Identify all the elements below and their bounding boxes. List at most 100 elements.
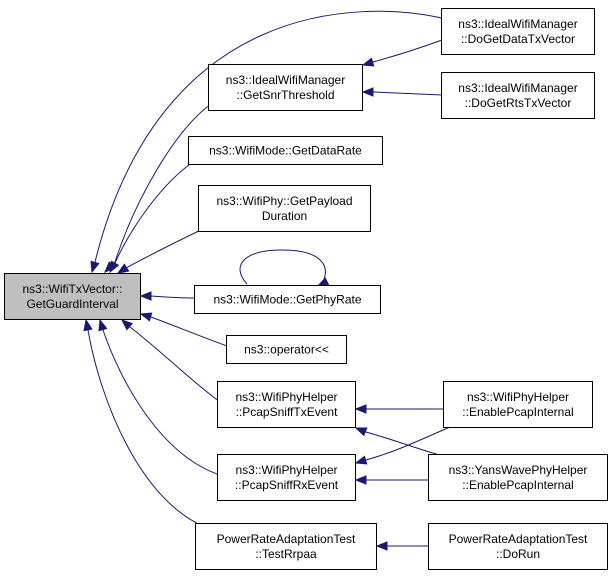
edge-yansPcap-to-sniffTx: [354, 427, 451, 459]
edge-arrowhead: [354, 427, 368, 437]
edge-datatx-to-root: [90, 10, 443, 274]
node-box: [443, 381, 593, 428]
node-label-line: ns3::IdealWifiManager: [458, 81, 577, 95]
edge-datatx-to-snr: [361, 39, 443, 67]
node-root[interactable]: ns3::WifiTxVector::GetGuardInterval: [4, 273, 141, 320]
edge-line: [372, 91, 443, 96]
edge-line: [102, 329, 221, 476]
node-label-line: ns3::WifiPhyHelper: [235, 463, 337, 477]
node-label-line: ::DoRun: [496, 547, 540, 561]
node-enablePcap[interactable]: ns3::WifiPhyHelper::EnablePcapInternal: [443, 381, 593, 428]
edge-arrowhead: [139, 291, 152, 301]
node-label-line: ::DoGetDataTxVector: [461, 32, 575, 46]
edge-rtstx-to-snr: [361, 87, 443, 97]
node-box: [194, 285, 381, 314]
edge-enablePcap-to-sniffTx: [354, 404, 444, 414]
edge-line: [87, 329, 206, 528]
edge-arrowhead: [361, 87, 374, 97]
node-box: [4, 273, 141, 320]
node-label-line: ns3::WifiPhyHelper: [467, 390, 569, 404]
node-box: [217, 381, 356, 428]
node-label-line: ns3::WifiPhyHelper: [235, 390, 337, 404]
edge-yansPcap-to-sniffRx: [354, 475, 429, 485]
node-box: [428, 523, 608, 570]
node-label-line: ::PcapSniffRxEvent: [235, 478, 339, 492]
node-label-line: ns3::WifiPhy::GetPayload: [216, 194, 352, 208]
node-phyrate[interactable]: ns3::WifiMode::GetPhyRate: [194, 285, 381, 314]
edge-arrowhead: [116, 263, 130, 274]
edge-line: [114, 161, 194, 264]
edge-line: [239, 249, 326, 285]
edge-line: [114, 103, 212, 263]
node-label-line: ns3::IdealWifiManager: [458, 17, 577, 31]
nodes-layer: ns3::WifiTxVector::GetGuardIntervalns3::…: [4, 8, 608, 570]
node-box: [208, 64, 363, 111]
node-label-line: ns3::WifiMode::GetPhyRate: [213, 293, 361, 307]
edge-arrowhead: [139, 312, 153, 322]
edge-sniffTx-to-root: [120, 319, 221, 403]
node-label-line: ::PcapSniffTxEvent: [236, 405, 338, 419]
edges-layer: [83, 10, 451, 551]
edge-line: [372, 39, 443, 63]
edge-datarate-to-root: [109, 161, 194, 274]
node-datarate[interactable]: ns3::WifiMode::GetDataRate: [188, 136, 383, 165]
node-label-line: ns3::WifiTxVector::: [22, 282, 122, 296]
node-label-line: ns3::WifiMode::GetDataRate: [209, 144, 362, 158]
edge-arrowhead: [109, 260, 120, 274]
edge-doRun-to-testRrpaa: [375, 541, 429, 551]
edge-arrowhead: [90, 260, 100, 274]
node-label-line: ns3::IdealWifiManager: [226, 73, 345, 87]
edge-arrowhead: [354, 475, 367, 485]
node-sniffTx[interactable]: ns3::WifiPhyHelper::PcapSniffTxEvent: [217, 381, 356, 428]
node-label-line: PowerRateAdaptationTest: [217, 532, 356, 546]
node-label-line: ::DoGetRtsTxVector: [465, 96, 572, 110]
edge-arrowhead: [98, 318, 108, 332]
edge-arrowhead: [120, 319, 134, 331]
edge-line: [150, 316, 228, 347]
node-label-line: PowerRateAdaptationTest: [449, 532, 588, 546]
node-box: [217, 454, 356, 501]
edge-line: [129, 326, 221, 403]
node-datatx[interactable]: ns3::IdealWifiManager::DoGetDataTxVector: [441, 8, 595, 55]
node-yansPcap[interactable]: ns3::YansWavePhyHelper::EnablePcapIntern…: [428, 454, 608, 501]
node-label-line: ::GetSnrThreshold: [236, 88, 334, 102]
node-label-line: Duration: [262, 209, 307, 223]
node-label-line: ns3::YansWavePhyHelper: [449, 463, 588, 477]
node-label-line: ::TestRrpaa: [255, 547, 317, 561]
edge-arrowhead: [375, 541, 388, 551]
node-snr[interactable]: ns3::IdealWifiManager::GetSnrThreshold: [208, 64, 363, 111]
edge-arrowhead: [83, 318, 93, 332]
edge-line: [150, 295, 195, 299]
node-rtstx[interactable]: ns3::IdealWifiManager::DoGetRtsTxVector: [441, 72, 595, 119]
edge-arrowhead: [354, 455, 368, 465]
node-label-line: ::EnablePcapInternal: [462, 478, 573, 492]
node-box: [198, 185, 371, 232]
edge-sniffRx-to-root: [98, 318, 221, 476]
edge-operator-to-root: [139, 312, 228, 347]
edge-arrowhead: [361, 57, 375, 67]
edge-arrowhead: [354, 404, 367, 414]
edge-payload-to-root: [116, 227, 206, 274]
edge-testRrpaa-to-root: [83, 318, 206, 528]
node-box: [195, 523, 377, 570]
edge-line: [125, 227, 206, 269]
node-box: [441, 72, 595, 119]
node-doRun[interactable]: PowerRateAdaptationTest::DoRun: [428, 523, 608, 570]
node-box: [441, 8, 595, 55]
edge-snr-to-root: [104, 103, 212, 273]
node-label-line: GetGuardInterval: [26, 297, 118, 311]
node-label-line: ::EnablePcapInternal: [462, 405, 573, 419]
edge-arrowhead: [316, 277, 330, 287]
edge-phyrate-to-phyrate: [239, 249, 330, 287]
edge-line: [94, 10, 443, 263]
node-box: [188, 136, 383, 165]
node-sniffRx[interactable]: ns3::WifiPhyHelper::PcapSniffRxEvent: [217, 454, 356, 501]
edge-phyrate-to-root: [139, 291, 195, 301]
node-operator[interactable]: ns3::operator<<: [226, 335, 347, 364]
node-testRrpaa[interactable]: PowerRateAdaptationTest::TestRrpaa: [195, 523, 377, 570]
node-box: [226, 335, 347, 364]
node-box: [428, 454, 608, 501]
node-label-line: ns3::operator<<: [244, 343, 329, 357]
